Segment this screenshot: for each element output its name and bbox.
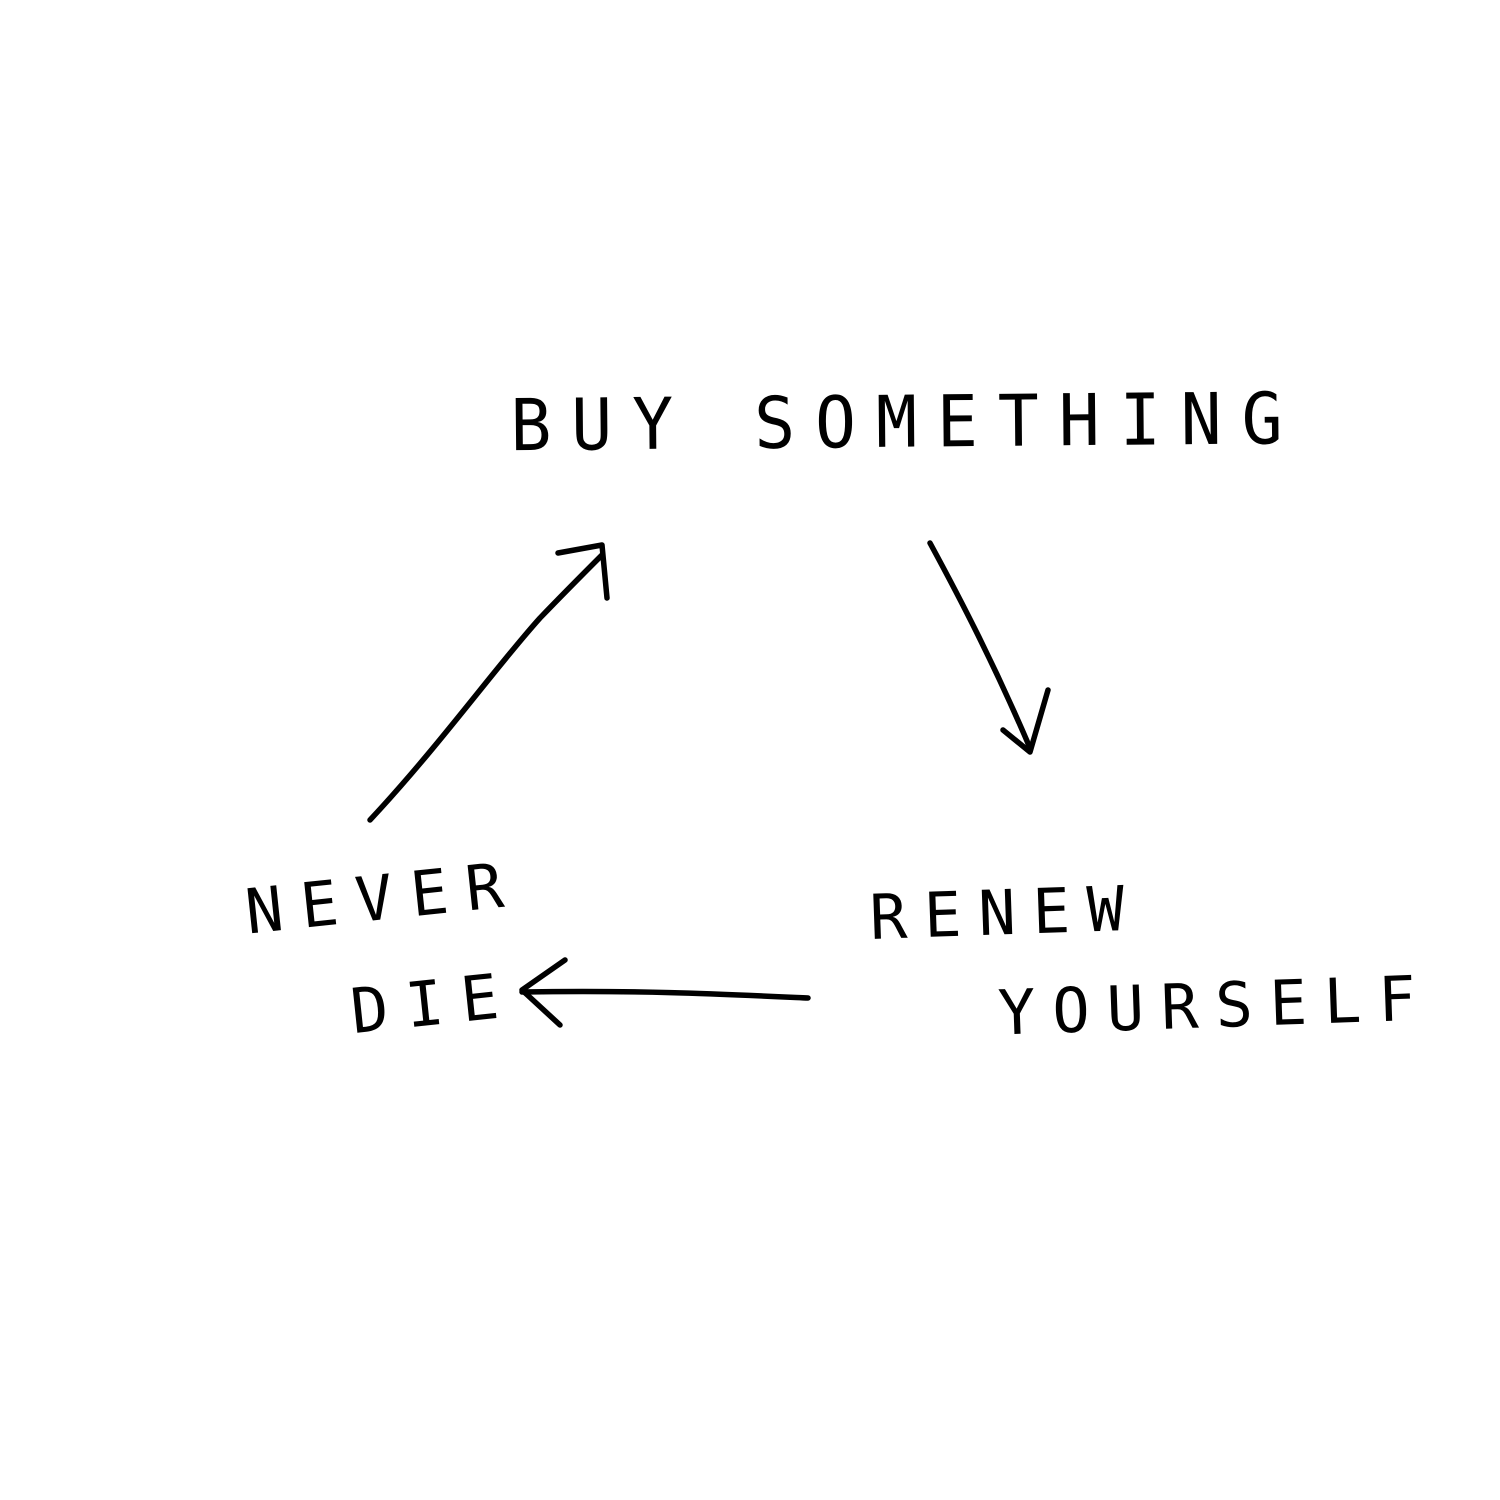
arrow-never-to-buy bbox=[367, 542, 610, 823]
arrow-renew-to-never bbox=[519, 957, 811, 1028]
node-renew-yourself-line1: RENEW bbox=[868, 871, 1143, 954]
arrow-buy-to-renew-head bbox=[1000, 687, 1051, 755]
node-renew-yourself: RENEW YOURSELF bbox=[868, 848, 1434, 1067]
arrow-buy-to-renew-shaft bbox=[927, 540, 1033, 751]
arrow-renew-to-never-head bbox=[519, 957, 568, 1028]
arrow-buy-to-renew bbox=[927, 540, 1051, 755]
arrow-never-to-buy-shaft bbox=[367, 552, 605, 823]
arrow-never-to-buy-head bbox=[555, 542, 610, 601]
arrow-renew-to-never-shaft bbox=[519, 988, 811, 1001]
node-renew-yourself-line2: YOURSELF bbox=[996, 961, 1434, 1050]
node-buy-something: BUY SOMETHING bbox=[510, 378, 1303, 468]
node-never-die: NEVER DIE bbox=[240, 829, 538, 1077]
